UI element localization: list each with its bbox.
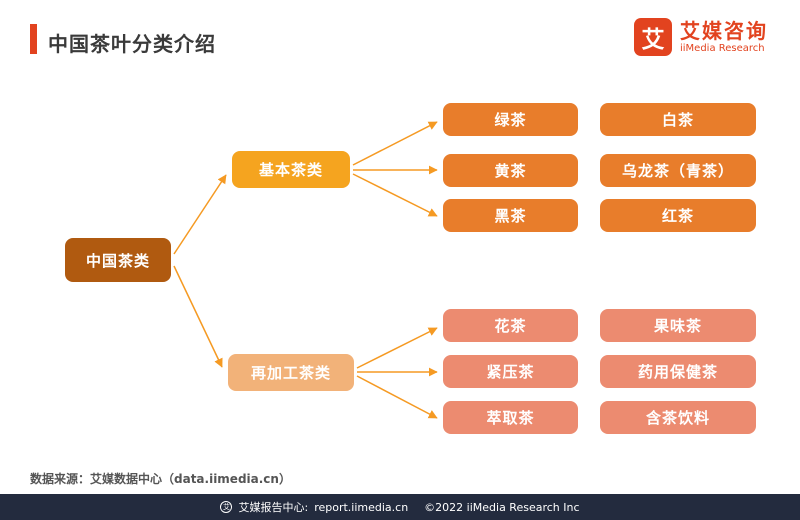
node-black-tea: 红茶 xyxy=(600,199,756,232)
title-accent-bar xyxy=(30,24,37,54)
node-yellow-tea: 黄茶 xyxy=(443,154,578,187)
iimedia-logo: 艾 艾媒咨询 iiMedia Research xyxy=(634,18,768,56)
node-root-tea: 中国茶类 xyxy=(65,238,171,282)
bottom-bar: 艾 艾媒报告中心: report.iimedia.cn ©2022 iiMedi… xyxy=(0,494,800,520)
node-basic-tea-category: 基本茶类 xyxy=(232,151,350,188)
node-compressed-tea: 紧压茶 xyxy=(443,355,578,388)
node-green-tea: 绿茶 xyxy=(443,103,578,136)
node-reprocessed-tea-category: 再加工茶类 xyxy=(228,354,354,391)
iimedia-logo-icon: 艾 xyxy=(634,18,672,56)
logo-subtitle: iiMedia Research xyxy=(680,42,765,54)
logo-brand-name: 艾媒咨询 xyxy=(680,18,768,43)
node-medicinal-health-tea: 药用保健茶 xyxy=(600,355,756,388)
node-fruit-tea: 果味茶 xyxy=(600,309,756,342)
node-flower-tea: 花茶 xyxy=(443,309,578,342)
node-white-tea: 白茶 xyxy=(600,103,756,136)
data-source-note: 数据来源：艾媒数据中心（data.iimedia.cn） xyxy=(30,472,291,486)
page-title: 中国茶叶分类介绍 xyxy=(48,32,216,56)
node-extracted-tea: 萃取茶 xyxy=(443,401,578,434)
report-center-icon: 艾 xyxy=(220,501,233,513)
node-tea-beverage: 含茶饮料 xyxy=(600,401,756,434)
node-dark-tea: 黑茶 xyxy=(443,199,578,232)
report-center-label: 艾媒报告中心: xyxy=(238,501,309,514)
report-center-link[interactable]: report.iimedia.cn xyxy=(314,500,409,514)
node-oolong-tea: 乌龙茶（青茶） xyxy=(600,154,756,187)
copyright-text: ©2022 iiMedia Research Inc xyxy=(424,500,580,514)
